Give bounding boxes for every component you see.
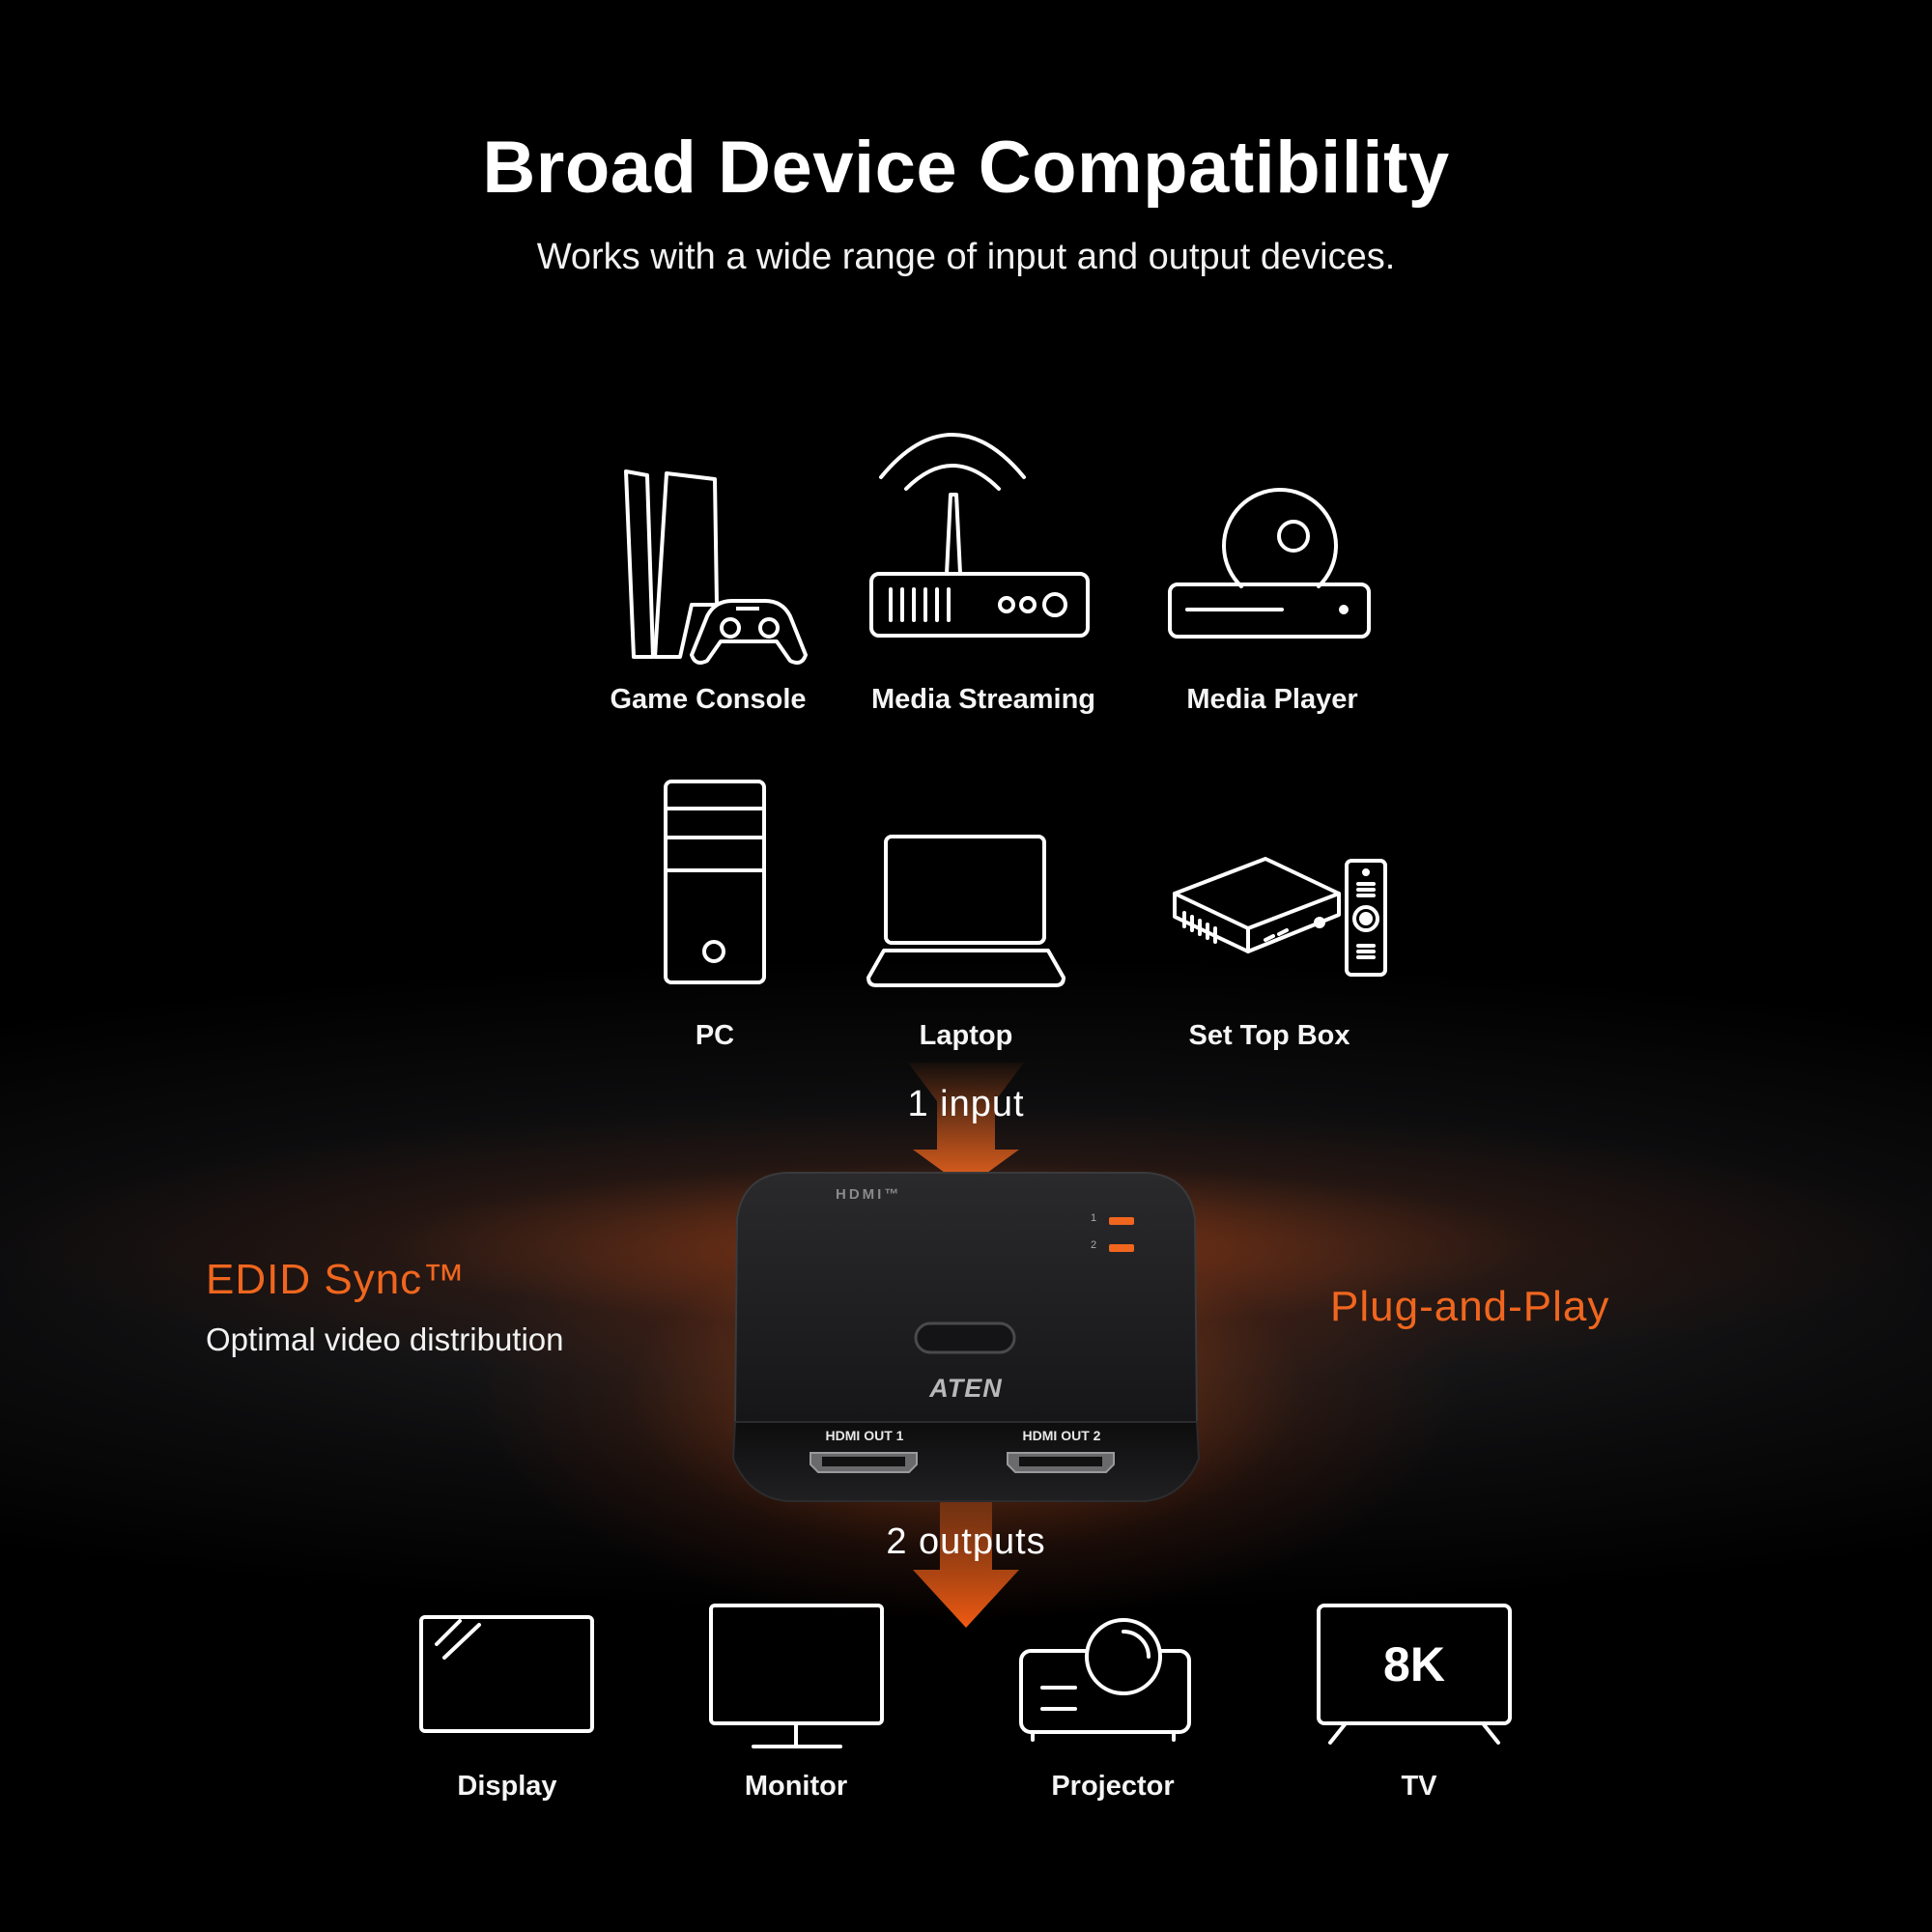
hdmi-splitter-device: HDMI™ 1 2 ATEN HDMI OUT 1 HDMI OUT 2 xyxy=(729,1169,1203,1507)
page-subtitle: Works with a wide range of input and out… xyxy=(536,237,1396,277)
plug-and-play-title: Plug-and-Play xyxy=(1330,1283,1610,1330)
tv-8k-badge: 8K xyxy=(1383,1637,1445,1691)
edid-sync-subtitle: Optimal video distribution xyxy=(206,1321,564,1357)
input-count-label: 1 input xyxy=(907,1084,1025,1124)
media-streaming-icon xyxy=(860,433,1092,647)
input-label-set-top-box: Set Top Box xyxy=(1188,1020,1350,1051)
game-console-icon xyxy=(618,464,811,667)
input-label-game-console: Game Console xyxy=(610,684,807,715)
display-icon xyxy=(417,1613,596,1735)
edid-sync-title: EDID Sync™ xyxy=(206,1256,467,1303)
output-count-label: 2 outputs xyxy=(886,1521,1046,1562)
output-label-tv: TV xyxy=(1401,1771,1437,1802)
port-2-label: HDMI OUT 2 xyxy=(1022,1428,1101,1443)
laptop-icon xyxy=(865,831,1067,990)
tv-icon: 8K xyxy=(1315,1602,1514,1747)
input-label-media-player: Media Player xyxy=(1186,684,1358,715)
output-arrow-icon xyxy=(913,1502,1019,1628)
output-label-display: Display xyxy=(457,1771,557,1802)
set-top-box-icon xyxy=(1169,855,1401,985)
output-label-projector: Projector xyxy=(1051,1771,1175,1802)
led-1-label: 1 xyxy=(1091,1212,1097,1224)
led-2-label: 2 xyxy=(1091,1239,1097,1251)
monitor-icon xyxy=(707,1602,886,1751)
input-label-pc: PC xyxy=(695,1020,735,1051)
projector-icon xyxy=(1017,1616,1193,1742)
pc-icon xyxy=(662,778,768,985)
page-title: Broad Device Compatibility xyxy=(482,127,1450,209)
brand-logo: ATEN xyxy=(929,1374,1003,1403)
media-player-icon xyxy=(1164,478,1377,642)
output-label-monitor: Monitor xyxy=(744,1771,848,1802)
input-arrow-icon xyxy=(908,1063,1024,1188)
hdmi-logo: HDMI™ xyxy=(836,1186,902,1203)
input-label-laptop: Laptop xyxy=(919,1020,1013,1051)
input-label-media-streaming: Media Streaming xyxy=(870,684,1096,715)
port-1-label: HDMI OUT 1 xyxy=(825,1428,904,1443)
